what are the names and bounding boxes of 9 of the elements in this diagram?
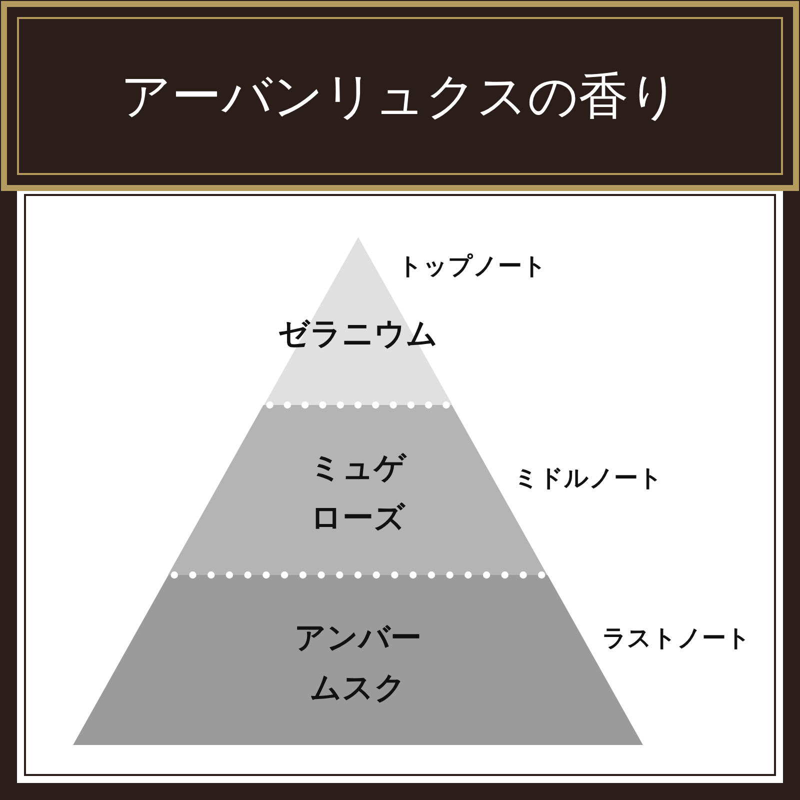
note-label: ミドルノート	[514, 462, 663, 494]
note-text: ムスク	[310, 669, 406, 708]
note-text: ゼラニウム	[278, 315, 438, 354]
note-label: ラストノート	[602, 622, 751, 654]
title: アーバンリュクスの香り	[120, 66, 680, 126]
note-text: アンバー	[294, 619, 422, 658]
note-text: ミュゲ	[310, 449, 406, 488]
note-label: トップノート	[398, 250, 547, 282]
note-text: ローズ	[310, 499, 406, 538]
